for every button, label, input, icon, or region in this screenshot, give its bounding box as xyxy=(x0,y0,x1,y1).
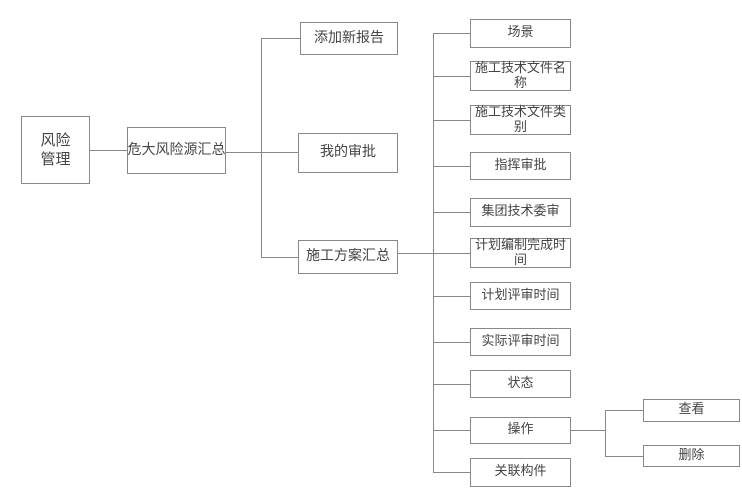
node-plan-review-time: 计划评审时间 xyxy=(470,282,571,310)
node-actual-review-time: 实际评审时间 xyxy=(470,328,571,356)
connector-line-h xyxy=(571,430,605,431)
connector-line-h xyxy=(261,257,298,258)
node-my-approval: 我的审批 xyxy=(298,133,398,173)
connector-line-h xyxy=(398,253,470,254)
connector-line-h xyxy=(433,296,470,297)
node-status: 状态 xyxy=(470,370,571,398)
node-risk-management: 风险 管理 xyxy=(21,116,90,184)
node-add-new-report: 添加新报告 xyxy=(300,22,398,55)
connector-line-h xyxy=(433,430,470,431)
node-construction-doc-category: 施工技术文件类 别 xyxy=(470,105,571,135)
connector-line-h xyxy=(605,410,643,411)
node-scene: 场景 xyxy=(470,19,571,48)
node-construction-doc-name: 施工技术文件名 称 xyxy=(470,61,571,91)
connector-line-h xyxy=(433,166,470,167)
node-plan-completion-time: 计划编制完成时 间 xyxy=(470,238,571,268)
node-view: 查看 xyxy=(643,399,740,422)
node-major-risk-summary: 危大风险源汇总 xyxy=(127,127,226,174)
node-delete: 删除 xyxy=(643,445,740,467)
connector-line-h xyxy=(433,120,470,121)
connector-line-h xyxy=(433,384,470,385)
connector-line-v xyxy=(261,38,262,258)
connector-line-h xyxy=(433,33,470,34)
connector-line-h xyxy=(226,152,298,153)
node-related-component: 关联构件 xyxy=(470,458,571,487)
node-operation: 操作 xyxy=(470,417,571,444)
connector-line-h xyxy=(90,150,127,151)
node-construction-plan-summary: 施工方案汇总 xyxy=(298,240,398,274)
connector-line-h xyxy=(433,342,470,343)
node-command-approval: 指挥审批 xyxy=(470,152,571,180)
node-group-tech-review: 集团技术委审 xyxy=(470,198,571,227)
connector-line-h xyxy=(433,472,470,473)
connector-line-v xyxy=(605,410,606,457)
connector-line-h xyxy=(433,76,470,77)
connector-line-h xyxy=(433,212,470,213)
connector-line-v xyxy=(433,33,434,473)
connector-line-h xyxy=(605,456,643,457)
connector-line-h xyxy=(261,38,300,39)
